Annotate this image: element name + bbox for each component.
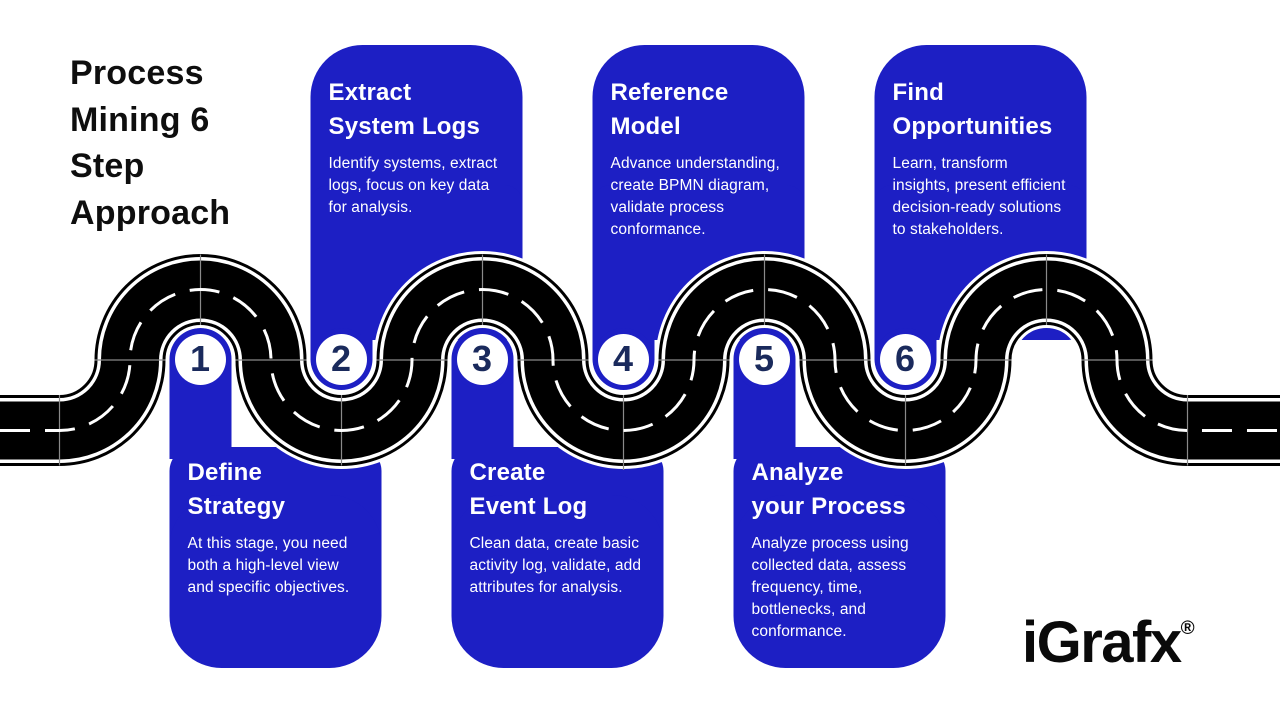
step-description: Identify systems, extract logs, focus on… (328, 155, 498, 216)
step-number: 5 (753, 338, 775, 379)
igrafx-logo: iGrafx® (1022, 594, 1262, 678)
step-badge-4: 4 (597, 333, 649, 385)
step-title-line: Analyze (751, 459, 844, 486)
step-badge-2: 2 (315, 333, 367, 385)
step-description: Analyze process using collected data, as… (751, 535, 909, 640)
step-title-line: System Logs (328, 113, 481, 140)
step-number: 1 (189, 338, 211, 379)
step-badge-1: 1 (174, 333, 226, 385)
step-number: 3 (471, 338, 493, 379)
page-title-line: Process (70, 54, 204, 92)
step-badge-3: 3 (456, 333, 508, 385)
step-title: Define Strategy (188, 456, 364, 524)
step-number: 4 (612, 338, 634, 379)
step-badge-5: 5 (738, 333, 790, 385)
step-title: Extract System Logs (329, 76, 505, 144)
step-card-5: Analyze your Process Analyze process usi… (734, 456, 946, 643)
step-description: Clean data, create basic activity log, v… (469, 535, 642, 596)
step-description: Learn, transform insights, present effic… (892, 155, 1066, 238)
step-title-line: Define (187, 459, 263, 486)
step-card-4: Reference Model Advance understanding, c… (593, 76, 805, 241)
step-card-2: Extract System Logs Identify systems, ex… (311, 76, 523, 219)
step-number: 2 (330, 338, 352, 379)
step-title-line: Opportunities (892, 113, 1053, 140)
step-title: Reference Model (611, 76, 787, 144)
step-card-1: Define Strategy At this stage, you need … (170, 456, 382, 599)
step-title-line: Reference (610, 79, 729, 106)
step-title-line: Event Log (469, 493, 588, 520)
igrafx-logo-text: iGrafx (1022, 610, 1182, 675)
page-title-line: Step (70, 147, 145, 185)
page-title-line: Mining 6 (70, 100, 210, 139)
step-description: Advance understanding, create BPMN diagr… (610, 155, 780, 238)
step-badge-6: 6 (879, 333, 931, 385)
step-title-line: Model (610, 113, 681, 140)
step-title: Analyze your Process (752, 456, 928, 524)
step-title-line: your Process (751, 493, 906, 520)
step-card-3: Create Event Log Clean data, create basi… (452, 456, 664, 599)
step-title: Find Opportunities (893, 76, 1069, 144)
step-title: Create Event Log (470, 456, 646, 524)
page-title-line: Approach (70, 193, 231, 232)
page-title: Process Mining 6 Step Approach (70, 50, 320, 236)
step-title-line: Extract (328, 79, 412, 106)
step-description: At this stage, you need both a high-leve… (187, 535, 350, 596)
step-title-line: Create (469, 459, 546, 486)
step-card-6: Find Opportunities Learn, transform insi… (875, 76, 1087, 241)
card-shape-1 (169, 328, 382, 668)
step-title-line: Strategy (187, 493, 286, 520)
winding-road (0, 255, 1280, 470)
registered-mark: ® (1180, 618, 1195, 639)
step-title-line: Find (892, 79, 944, 106)
step-number: 6 (894, 338, 916, 379)
